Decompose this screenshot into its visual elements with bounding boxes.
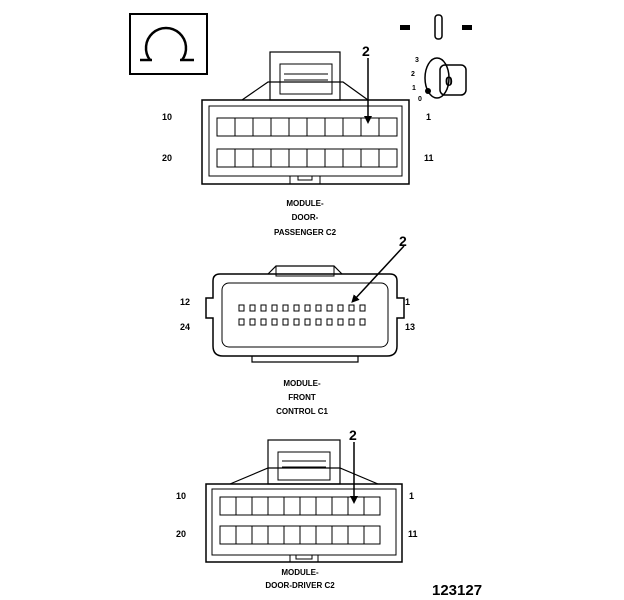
callout-number: 2 [349,427,357,443]
cavity-row-bottom [216,148,398,168]
pin-label-top-left: 10 [162,112,172,122]
pin-label-top-right: 1 [405,297,410,307]
connector-caption-line-1: MODULE- [283,379,321,388]
connector-front-control-c1: 2 12 1 24 13 MODULE- FRONT CONTROL C1 [180,233,415,416]
ignition-pos-1: 1 [412,85,416,92]
pin-row-bottom [238,318,366,326]
pin-label-top-right: 1 [409,491,414,501]
cavity-row-top [219,496,381,516]
cavity-row-top [216,117,398,137]
ignition-pos-3: 3 [415,57,419,64]
pin-label-bottom-right: 13 [405,322,415,332]
pin-label-top-left: 10 [176,491,186,501]
pin-label-bottom-left: 20 [176,529,186,539]
connector-caption-line-3: CONTROL C1 [276,407,328,416]
figure-number: 123127 [432,582,482,599]
connector-caption-line-1: MODULE- [281,568,319,577]
ignition-pos-2: 2 [411,71,415,78]
callout-number: 2 [362,43,370,59]
pin-label-bottom-right: 11 [408,529,418,539]
pin-row-top [238,304,366,312]
connector-door-driver-c2: 2 10 1 20 11 MODULE- DOOR-DRIVER C2 [176,427,418,590]
ignition-pos-0: 0 [418,96,422,103]
pin-label-bottom-right: 11 [424,153,434,163]
connector-caption-line-3: PASSENGER C2 [274,228,337,237]
connector-caption-line-1: MODULE- [286,199,324,208]
ignition-off-label: 0 [445,73,453,89]
cavity-row-bottom [219,525,381,545]
connector-door-passenger-c2: 2 10 1 20 11 MODULE- DOOR- PASSENGER C2 [162,43,434,237]
connector-caption-line-2: FRONT [288,393,316,402]
callout-number: 2 [399,233,407,249]
connector-caption-line-2: DOOR-DRIVER C2 [265,581,335,590]
ohm-symbol-icon [129,13,208,75]
ignition-switch-icon: 0 3 2 1 0 [400,14,472,103]
pin-label-top-left: 12 [180,297,190,307]
pin-label-bottom-left: 20 [162,153,172,163]
pin-label-top-right: 1 [426,112,431,122]
pin-label-bottom-left: 24 [180,322,190,332]
connector-caption-line-2: DOOR- [292,213,319,222]
